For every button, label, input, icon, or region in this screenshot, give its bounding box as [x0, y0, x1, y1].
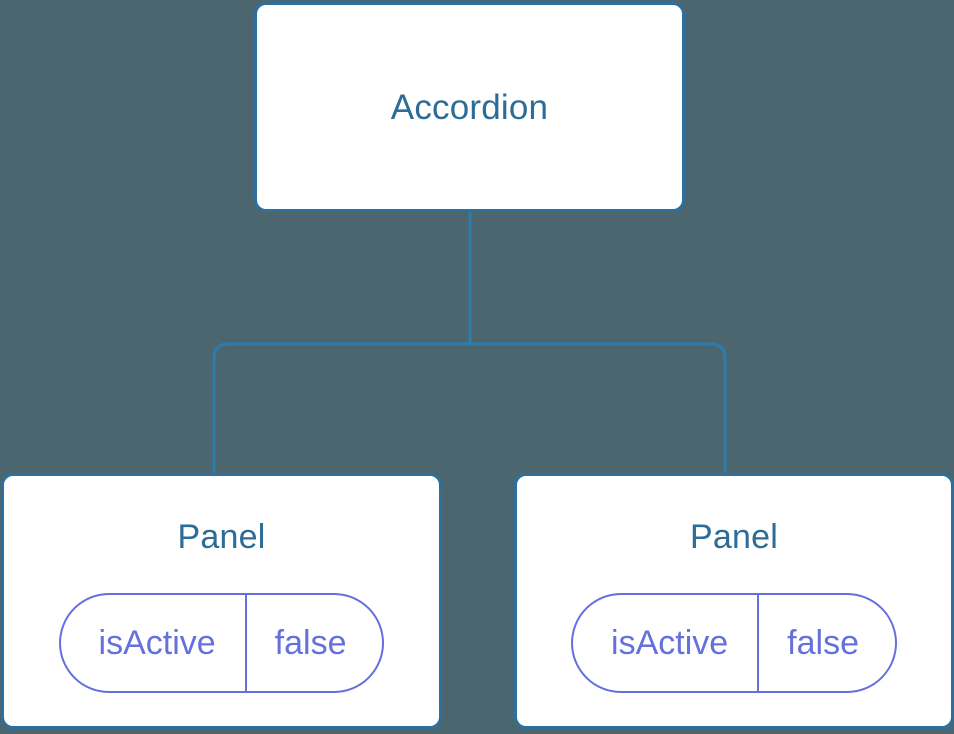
prop-value-label: false: [274, 624, 347, 662]
node-panel-right-title: Panel: [690, 518, 778, 556]
prop-key-label: isActive: [573, 595, 760, 691]
node-panel-left-title: Panel: [177, 518, 266, 556]
prop-value-label: false: [787, 624, 859, 662]
prop-pill-is-active-right[interactable]: isActive false: [571, 593, 897, 693]
connector-branch-left: [212, 342, 470, 478]
prop-pill-is-active-left[interactable]: isActive false: [58, 593, 385, 693]
node-panel-right[interactable]: Panel isActive false: [514, 473, 954, 729]
node-accordion[interactable]: Accordion: [254, 2, 685, 212]
node-panel-left[interactable]: Panel isActive false: [1, 473, 442, 729]
node-accordion-title: Accordion: [390, 87, 549, 127]
connector-branch-right: [470, 342, 727, 478]
prop-key-label: isActive: [61, 595, 247, 691]
